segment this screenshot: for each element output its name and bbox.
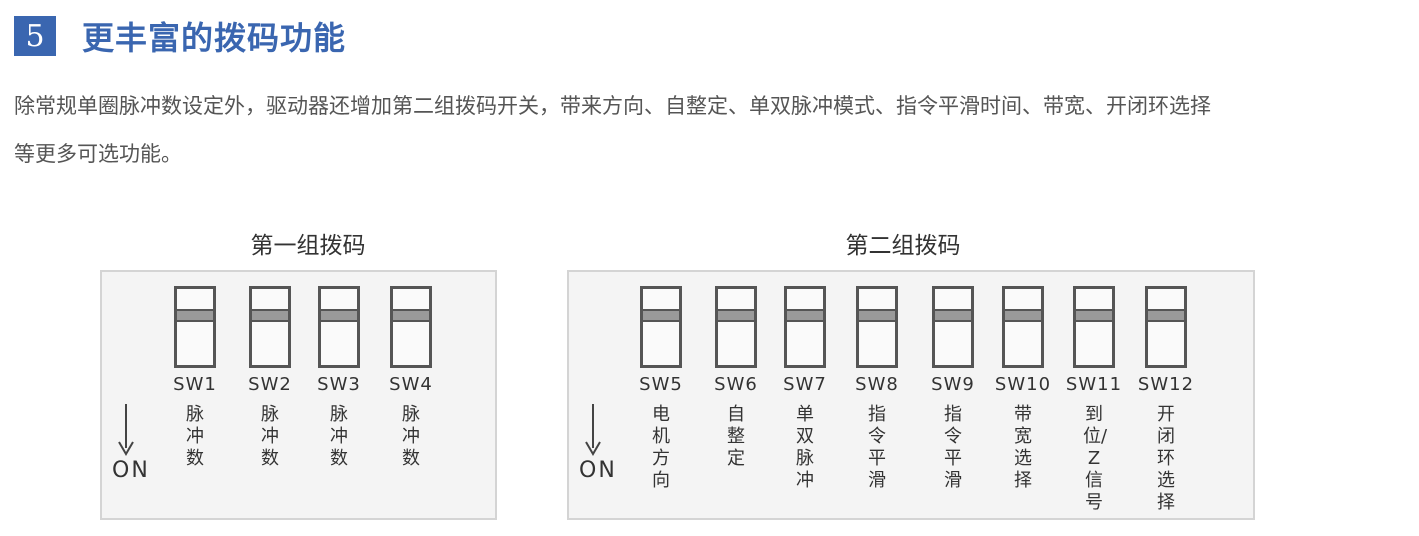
switch-label: SW6 [714, 374, 758, 395]
switch-label: SW4 [389, 374, 433, 395]
switch-slider[interactable] [935, 309, 971, 322]
down-arrow-icon [118, 404, 134, 456]
switch-slider[interactable] [177, 309, 213, 322]
dip-switch-sw2[interactable] [249, 286, 291, 368]
dip-switch-sw8[interactable] [856, 286, 898, 368]
switch-slider[interactable] [252, 309, 288, 322]
switch-slider[interactable] [718, 309, 754, 322]
switch-function: 指令平滑 [944, 404, 962, 491]
dip-switch-sw3[interactable] [318, 286, 360, 368]
description-line-2: 等更多可选功能。 [14, 142, 182, 166]
dip-switch-sw11[interactable] [1073, 286, 1115, 368]
group2-title: 第二组拨码 [845, 233, 961, 259]
switch-function: 电机方向 [652, 404, 670, 491]
switch-label: SW11 [1065, 374, 1123, 395]
switch-function: 脉冲数 [186, 404, 204, 469]
dip-switch-panel-group1 [100, 270, 497, 520]
switch-label: SW10 [994, 374, 1052, 395]
switch-slider[interactable] [643, 309, 679, 322]
switch-label: SW8 [855, 374, 899, 395]
dip-switch-sw7[interactable] [784, 286, 826, 368]
switch-function: 单双脉冲 [796, 404, 814, 491]
dip-switch-sw9[interactable] [932, 286, 974, 368]
dip-switch-sw12[interactable] [1145, 286, 1187, 368]
switch-slider[interactable] [859, 309, 895, 322]
switch-function: 指令平滑 [868, 404, 886, 491]
description-line-1: 除常规单圈脉冲数设定外，驱动器还增加第二组拨码开关，带来方向、自整定、单双脉冲模… [14, 94, 1211, 118]
switch-label: SW2 [248, 374, 292, 395]
dip-switch-sw5[interactable] [640, 286, 682, 368]
switch-label: SW9 [931, 374, 975, 395]
group1-title: 第一组拨码 [250, 233, 366, 259]
switch-label: SW12 [1137, 374, 1195, 395]
switch-function: 自整定 [727, 404, 745, 469]
section-title: 更丰富的拨码功能 [82, 19, 347, 57]
switch-slider[interactable] [393, 309, 429, 322]
switch-slider[interactable] [1076, 309, 1112, 322]
switch-label: SW1 [173, 374, 217, 395]
switch-label: SW7 [783, 374, 827, 395]
on-label: ON [579, 458, 617, 483]
down-arrow-icon [585, 404, 601, 456]
dip-switch-sw6[interactable] [715, 286, 757, 368]
switch-function: 开闭环选择 [1157, 404, 1175, 513]
dip-switch-sw4[interactable] [390, 286, 432, 368]
switch-function: 到位/Z信号 [1083, 404, 1108, 513]
section-number-badge: 5 [14, 16, 56, 56]
switch-function: 带宽选择 [1014, 404, 1032, 491]
dip-switch-sw10[interactable] [1002, 286, 1044, 368]
on-label: ON [112, 458, 150, 483]
switch-function: 脉冲数 [402, 404, 420, 469]
switch-slider[interactable] [1005, 309, 1041, 322]
dip-switch-sw1[interactable] [174, 286, 216, 368]
section-description: 除常规单圈脉冲数设定外，驱动器还增加第二组拨码开关，带来方向、自整定、单双脉冲模… [14, 82, 1414, 178]
switch-slider[interactable] [1148, 309, 1184, 322]
switch-label: SW3 [317, 374, 361, 395]
switch-function: 脉冲数 [330, 404, 348, 469]
switch-slider[interactable] [787, 309, 823, 322]
section-heading: 5 更丰富的拨码功能 [14, 14, 346, 58]
switch-function: 脉冲数 [261, 404, 279, 469]
switch-slider[interactable] [321, 309, 357, 322]
switch-label: SW5 [639, 374, 683, 395]
